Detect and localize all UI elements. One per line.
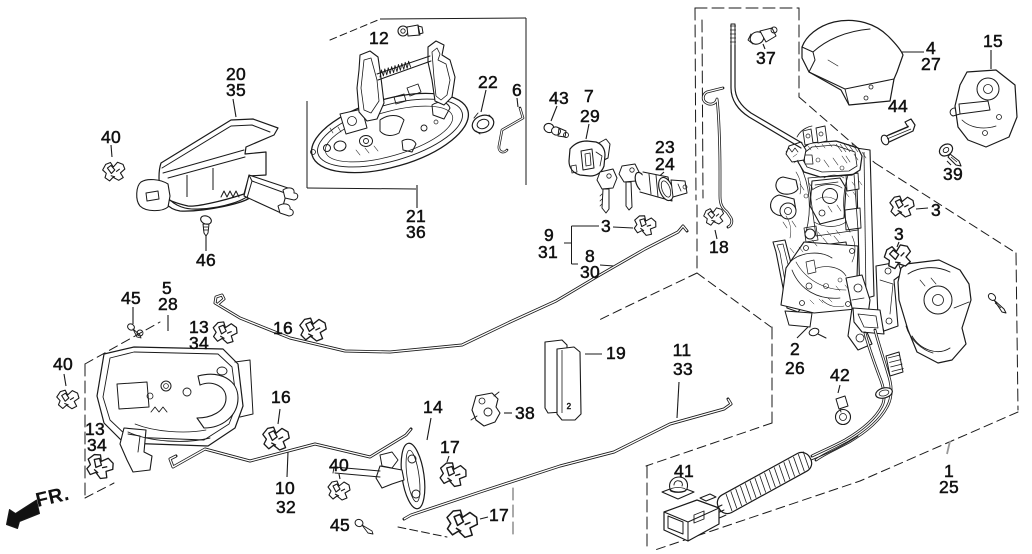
svg-text:33: 33 [673,359,693,379]
svg-text:29: 29 [580,106,600,126]
svg-text:19: 19 [606,343,626,363]
svg-text:37: 37 [756,48,776,68]
svg-text:42: 42 [830,365,850,385]
svg-text:40: 40 [53,354,73,374]
svg-text:3: 3 [601,216,611,236]
svg-text:31: 31 [538,242,558,262]
svg-text:45: 45 [121,288,141,308]
svg-text:17: 17 [440,437,460,457]
svg-text:43: 43 [549,88,569,108]
svg-text:14: 14 [423,397,443,417]
svg-text:26: 26 [785,358,805,378]
svg-text:17: 17 [489,505,509,525]
svg-text:21: 21 [406,206,426,226]
svg-text:3: 3 [931,200,941,220]
svg-text:27: 27 [921,54,941,74]
svg-text:45: 45 [330,515,350,535]
svg-text:6: 6 [512,80,522,100]
svg-text:35: 35 [226,80,246,100]
svg-text:8: 8 [585,246,595,266]
svg-text:2: 2 [790,339,800,359]
svg-text:4: 4 [926,38,936,58]
svg-text:24: 24 [655,154,675,174]
svg-text:9: 9 [544,225,554,245]
svg-text:40: 40 [329,455,349,475]
svg-text:34: 34 [87,435,107,455]
svg-text:36: 36 [406,222,426,242]
svg-text:38: 38 [515,403,535,423]
svg-text:40: 40 [101,127,121,147]
svg-text:11: 11 [673,340,692,360]
svg-text:13: 13 [189,317,209,337]
svg-text:28: 28 [158,294,178,314]
svg-text:1: 1 [944,461,954,481]
svg-text:15: 15 [983,31,1003,51]
svg-text:25: 25 [939,477,959,497]
svg-text:7: 7 [584,86,594,106]
svg-text:2: 2 [567,402,572,411]
svg-text:23: 23 [655,137,675,157]
svg-text:32: 32 [276,497,296,517]
svg-text:10: 10 [275,478,295,498]
svg-text:44: 44 [888,96,908,116]
svg-text:22: 22 [478,72,498,92]
svg-text:34: 34 [189,333,209,353]
svg-text:18: 18 [709,237,729,257]
svg-text:39: 39 [943,164,963,184]
svg-text:41: 41 [674,461,694,481]
svg-text:13: 13 [85,419,105,439]
svg-text:30: 30 [580,262,600,282]
svg-text:20: 20 [226,64,246,84]
svg-text:3: 3 [894,224,904,244]
svg-text:46: 46 [196,250,216,270]
svg-text:16: 16 [273,318,293,338]
svg-text:5: 5 [162,278,172,298]
svg-text:12: 12 [369,28,389,48]
svg-text:16: 16 [271,387,291,407]
